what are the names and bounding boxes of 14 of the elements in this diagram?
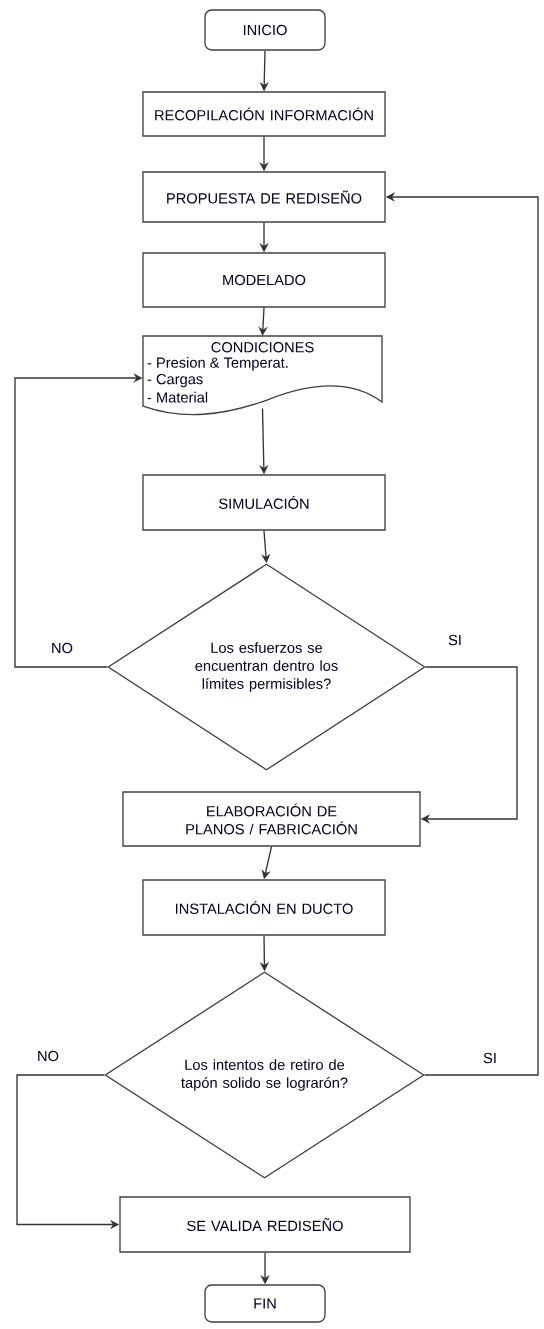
process-box: SIMULACIÓN — [142, 474, 386, 531]
terminal-box: INICIO — [204, 9, 326, 51]
document-box: CONDICIONES - Presion & Temperat. - Cargas - Material — [142, 335, 383, 416]
process-box: SE VALIDA REDISEÑO — [119, 1196, 411, 1253]
edge-label: SI — [448, 634, 461, 646]
edge-label: NO — [38, 1050, 59, 1062]
terminal-box: FIN — [204, 1284, 326, 1323]
process-box: RECOPILACIÓN INFORMACIÓN — [142, 91, 386, 137]
edge-label: SI — [483, 1052, 496, 1064]
process-box: ELABORACIÓN DE PLANOS / FABRICACIÓN — [122, 791, 421, 847]
process-box: INSTALACIÓN EN DUCTO — [142, 879, 386, 936]
process-box: PROPUESTA DE REDISEÑO — [142, 171, 386, 223]
edge-label: NO — [52, 642, 73, 654]
process-box: MODELADO — [142, 252, 386, 308]
